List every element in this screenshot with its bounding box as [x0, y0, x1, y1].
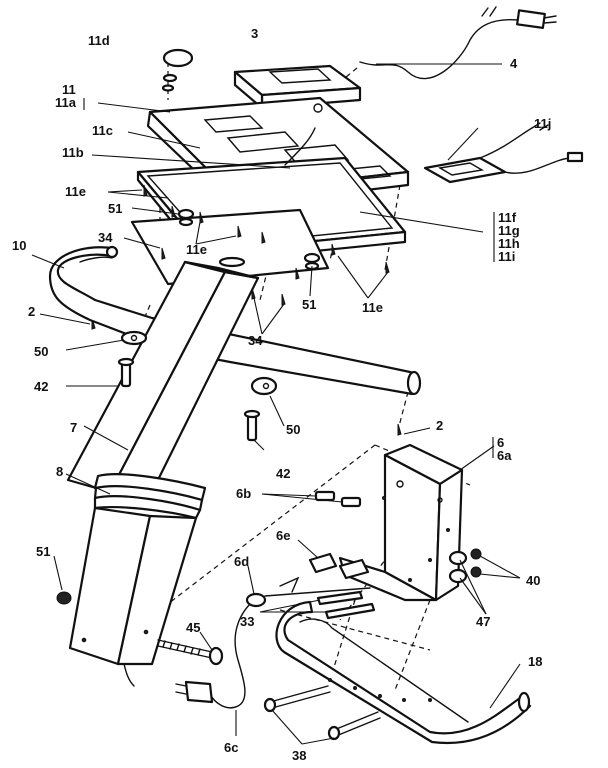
callout-18: 18 [528, 654, 542, 669]
bracket-6 [338, 443, 464, 602]
callout-11b: 11b [62, 145, 84, 160]
callout-40: 40 [526, 573, 540, 588]
callout-6e: 6e [276, 528, 290, 543]
nut-51 [56, 591, 72, 605]
callout-2-left: 2 [28, 304, 35, 319]
stabilizer-18 [275, 600, 532, 745]
leader-lines [31, 63, 521, 745]
bellows-8 [93, 473, 207, 520]
bolt-45 [157, 639, 224, 666]
power-cord-4 [359, 6, 557, 80]
callout-42-left: 42 [34, 379, 48, 394]
callout-51-top: 51 [108, 201, 122, 216]
callout-6c: 6c [224, 740, 238, 755]
callout-4: 4 [510, 56, 518, 71]
callout-7: 7 [70, 420, 77, 435]
callout-11c: 11c [92, 123, 113, 138]
callout-34-mid: 34 [248, 333, 263, 348]
callout-labels: 11d 3 4 11 11a 11c 11j 11b 11e 51 11f 11… [12, 26, 551, 763]
callout-2-right: 2 [436, 418, 443, 433]
sensor-6d [245, 576, 376, 620]
screws-11e [91, 184, 402, 436]
callout-11e-top: 11e [65, 184, 86, 199]
screws-6b [314, 490, 362, 508]
callout-11f: 11f [498, 210, 517, 225]
callout-11a: 11a [55, 95, 77, 110]
callout-42-right: 42 [276, 466, 290, 481]
callout-6b: 6b [236, 486, 251, 501]
mount-plate [130, 208, 330, 286]
callout-11g: 11g [498, 223, 520, 238]
callout-11d: 11d [88, 33, 110, 48]
callout-6: 6 [497, 435, 504, 450]
upright-post-7 [66, 260, 260, 502]
hardware-40-47 [448, 548, 482, 584]
callout-50-left: 50 [34, 344, 48, 359]
lower-post [68, 506, 198, 687]
callout-6d: 6d [234, 554, 249, 569]
callout-51-mid: 51 [302, 297, 316, 312]
handlebar-10 [48, 245, 422, 396]
callout-11e-mid: 11e [186, 242, 207, 257]
callout-3: 3 [251, 26, 258, 41]
knob-11d [161, 48, 194, 92]
callout-6a: 6a [497, 448, 512, 463]
callout-11i: 11i [498, 249, 515, 264]
callout-11: 11 [62, 82, 76, 97]
callout-33: 33 [240, 614, 254, 629]
cable-6c [175, 603, 251, 709]
part-6e [308, 552, 370, 580]
callout-47: 47 [476, 614, 490, 629]
callout-10: 10 [12, 238, 26, 253]
bolts-38 [263, 685, 381, 741]
washers-bolts [117, 330, 278, 442]
callout-11h: 11h [498, 236, 520, 251]
callout-34-left: 34 [98, 230, 113, 245]
callout-45: 45 [186, 620, 200, 635]
callout-38: 38 [292, 748, 306, 763]
callout-51-low: 51 [36, 544, 50, 559]
callout-11j: 11j [534, 116, 551, 131]
callout-11e-right: 11e [362, 300, 383, 315]
board-11j [423, 122, 584, 184]
callout-8: 8 [56, 464, 63, 479]
callout-50-right: 50 [286, 422, 300, 437]
